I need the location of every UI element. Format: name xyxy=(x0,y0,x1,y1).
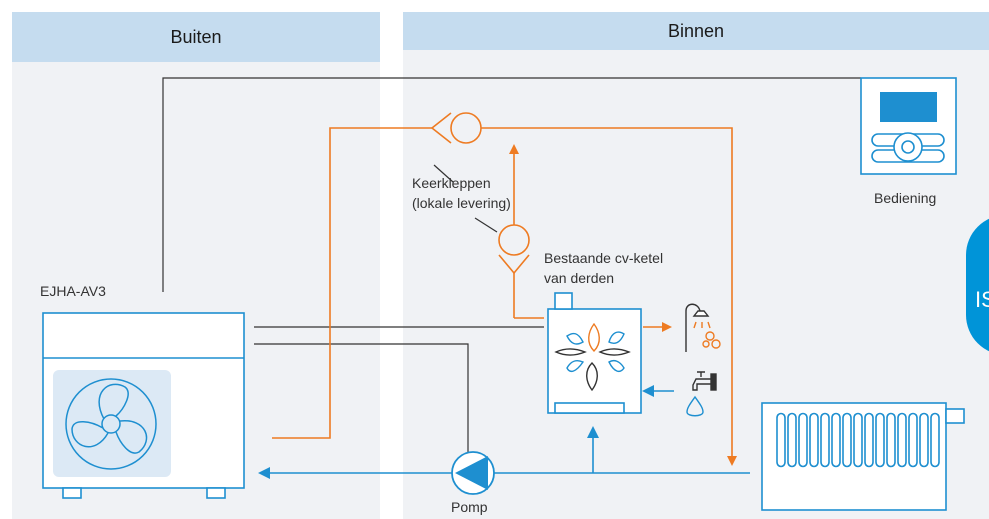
check-valves-label-line2: (lokale levering) xyxy=(412,195,511,211)
supply-pipe-outdoor xyxy=(272,127,432,439)
controller-label: Bediening xyxy=(874,190,937,206)
hot-water-pipes xyxy=(272,127,737,466)
boiler-label-line1: Bestaande cv-ketel xyxy=(544,250,664,266)
edge-badge-text: IS xyxy=(975,287,989,312)
edge-badge: IS xyxy=(966,215,989,355)
unit-model-label: EJHA-AV3 xyxy=(40,283,106,299)
tap-icon xyxy=(692,371,717,391)
radiator-icon xyxy=(761,402,965,511)
radiator-fins xyxy=(776,412,940,468)
controller-cable xyxy=(162,77,861,292)
flame-icon xyxy=(554,322,631,392)
boiler-label-line2: van derden xyxy=(544,270,615,286)
valve-label-pointer-lower xyxy=(474,217,498,233)
inside-zone-title: Binnen xyxy=(667,20,725,41)
outside-zone-header: Buiten xyxy=(12,12,380,62)
pump-signal-line xyxy=(254,343,469,460)
valve-label-pointer-upper xyxy=(433,164,454,183)
fan-panel xyxy=(53,370,171,477)
boiler xyxy=(547,292,642,414)
shower-icon xyxy=(685,303,721,352)
pump-label: Pomp xyxy=(451,499,488,515)
check-valves-label-line1: Keerkleppen xyxy=(412,175,491,191)
controller-screen xyxy=(880,92,937,122)
control-wiring xyxy=(162,77,861,460)
check-valves-label: Keerkleppen (lokale levering) xyxy=(412,173,511,213)
inside-zone-header: Binnen xyxy=(403,12,989,50)
supply-pipe-to-radiator xyxy=(481,127,737,466)
water-drop-icon xyxy=(686,395,704,417)
controller-icon xyxy=(860,77,957,175)
return-water-pipes xyxy=(258,385,750,479)
outside-zone-title: Buiten xyxy=(170,26,222,47)
fan-icon xyxy=(65,378,157,470)
pump-icon xyxy=(451,451,495,495)
boiler-label: Bestaande cv-ketel van derden xyxy=(544,248,663,288)
check-valve-icon xyxy=(498,224,530,275)
check-valve-icon xyxy=(430,112,482,144)
